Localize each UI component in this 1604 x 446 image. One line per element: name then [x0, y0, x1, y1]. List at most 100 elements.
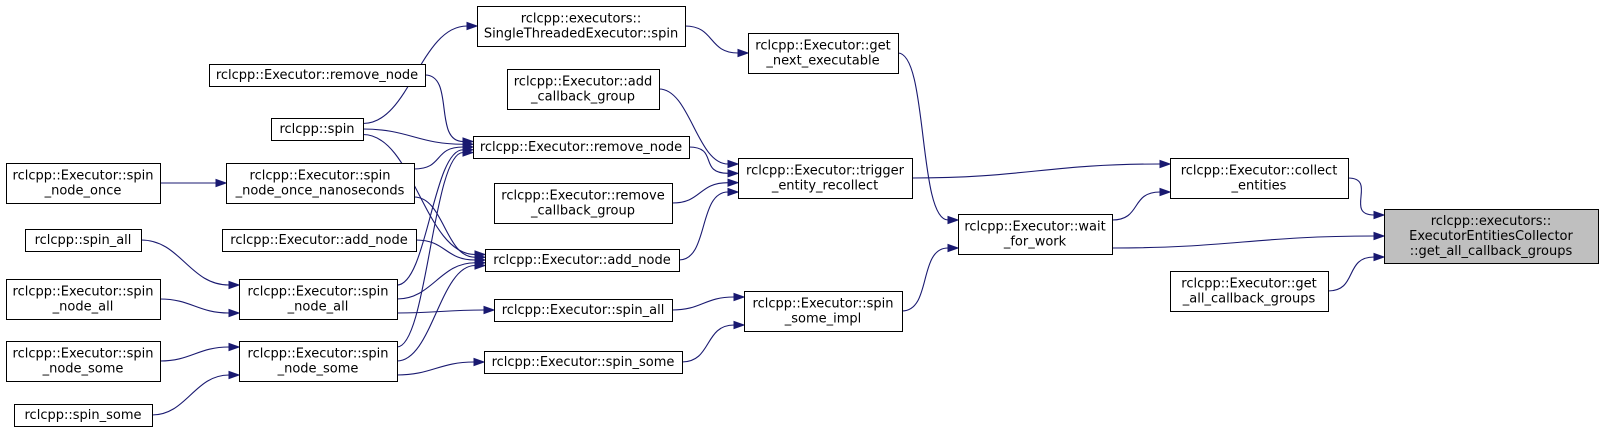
node-label-line: _all_callback_groups: [1182, 292, 1316, 307]
node-trigger[interactable]: rclcpp::Executor::trigger_entity_recolle…: [738, 158, 913, 199]
node-label-line: rclcpp::spin_all: [35, 233, 132, 248]
edge-line: [658, 88, 729, 165]
node-label-line: _some_impl: [784, 312, 862, 327]
node-box[interactable]: [494, 183, 673, 224]
edge-line: [413, 146, 464, 170]
node-box[interactable]: [738, 158, 913, 199]
node-box[interactable]: [1170, 271, 1329, 312]
edge-collect-to-root: [1347, 177, 1386, 220]
edge-trigger-to-collect: [911, 159, 1172, 179]
edge-get-all-cb-to-root: [1327, 252, 1386, 292]
edge-line: [911, 163, 1161, 179]
node-add-node[interactable]: rclcpp::Executor::add_node: [485, 249, 680, 272]
node-box[interactable]: [748, 33, 899, 74]
node-box[interactable]: [958, 214, 1113, 255]
edge-line: [362, 128, 464, 145]
node-label-line: _node_some: [277, 362, 359, 377]
node-box[interactable]: [14, 404, 153, 427]
edge-spin-node-once-l-to-spin-once-ns: [160, 178, 228, 188]
node-label-line: _node_all: [52, 300, 114, 315]
node-box[interactable]: [485, 249, 680, 272]
node-get-next[interactable]: rclcpp::Executor::get_next_executable: [748, 33, 899, 74]
node-label-line: rclcpp::Executor::spin_some: [492, 355, 675, 370]
node-box[interactable]: [25, 229, 142, 252]
node-box[interactable]: [209, 64, 426, 87]
node-box[interactable]: [484, 351, 683, 374]
node-spin-some-impl[interactable]: rclcpp::Executor::spin_some_impl: [744, 291, 903, 332]
edge-remove-node-to-trigger: [688, 146, 740, 178]
node-label-line: rclcpp::Executor::get: [1181, 277, 1316, 292]
node-box[interactable]: [1384, 209, 1599, 264]
node-label-line: rclcpp::Executor::wait: [964, 220, 1105, 235]
arrowhead-icon: [733, 320, 746, 330]
node-remove-node[interactable]: rclcpp::Executor::remove_node: [473, 136, 690, 159]
node-box[interactable]: [6, 341, 161, 382]
arrowhead-icon: [733, 292, 746, 302]
node-box[interactable]: [222, 229, 417, 252]
edge-spin-node-some-to-remove-node: [396, 148, 475, 348]
arrowhead-icon: [1159, 159, 1172, 169]
node-spin-all[interactable]: rclcpp::Executor::spin_all: [494, 299, 673, 322]
node-spin-some[interactable]: rclcpp::Executor::spin_some: [484, 351, 683, 374]
node-box[interactable]: [494, 299, 673, 322]
node-get-all-cb[interactable]: rclcpp::Executor::get_all_callback_group…: [1170, 271, 1329, 312]
node-spin-node-some[interactable]: rclcpp::Executor::spin_node_some: [239, 341, 398, 382]
node-box[interactable]: [239, 279, 398, 320]
node-spin-node-once-l[interactable]: rclcpp::Executor::spin_node_once: [6, 163, 161, 204]
node-wait[interactable]: rclcpp::Executor::wait_for_work: [958, 214, 1113, 255]
edge-line: [159, 298, 230, 314]
node-root[interactable]: rclcpp::executors::ExecutorEntitiesColle…: [1384, 209, 1599, 264]
node-remove-cb[interactable]: rclcpp::Executor::remove_callback_group: [494, 183, 673, 224]
node-label-line: _node_once: [44, 184, 122, 199]
node-add-cb[interactable]: rclcpp::Executor::add_callback_group: [507, 69, 660, 110]
node-label-line: rclcpp::Executor::add_node: [230, 233, 407, 248]
node-label-line: rclcpp::Executor::spin: [248, 285, 389, 300]
edge-line: [901, 247, 949, 312]
node-box[interactable]: [239, 341, 398, 382]
node-box[interactable]: [507, 69, 660, 110]
node-label-line: ExecutorEntitiesCollector: [1409, 229, 1573, 244]
node-collect[interactable]: rclcpp::Executor::collect_entities: [1170, 158, 1349, 199]
edge-spin-node-some-l-to-spin-node-some: [159, 342, 241, 362]
node-label-line: rclcpp::Executor::trigger: [746, 164, 905, 179]
node-label-line: rclcpp::Executor::spin: [13, 285, 154, 300]
node-box[interactable]: [6, 163, 161, 204]
edge-line: [678, 191, 729, 261]
edge-line: [671, 296, 735, 311]
node-label-line: rclcpp::spin: [279, 122, 354, 137]
edge-wait-to-collect: [1111, 187, 1172, 221]
arrowhead-icon: [462, 148, 475, 157]
node-single-spin[interactable]: rclcpp::executors::SingleThreadedExecuto…: [477, 6, 686, 47]
node-spin-node-some-l[interactable]: rclcpp::Executor::spin_node_some: [6, 341, 161, 382]
edge-line: [1111, 235, 1375, 249]
node-spin-all-fn[interactable]: rclcpp::spin_all: [25, 229, 142, 252]
node-spin-node-all-l[interactable]: rclcpp::Executor::spin_node_all: [6, 279, 161, 320]
node-box[interactable]: [271, 118, 364, 141]
node-label-line: _entity_recollect: [771, 179, 878, 194]
arrowhead-icon: [947, 243, 960, 253]
node-label-line: rclcpp::Executor::spin: [250, 169, 391, 184]
node-box[interactable]: [744, 291, 903, 332]
edge-spin-node-all-to-add-node: [396, 258, 487, 300]
node-spin-node-all[interactable]: rclcpp::Executor::spin_node_all: [239, 279, 398, 320]
node-box[interactable]: [6, 279, 161, 320]
node-box[interactable]: [477, 6, 686, 47]
node-remove-node-l[interactable]: rclcpp::Executor::remove_node: [209, 64, 426, 87]
edge-line: [396, 151, 464, 348]
edge-spin-node-all-to-spin-all: [396, 305, 496, 315]
node-spin-once-ns[interactable]: rclcpp::Executor::spin_node_once_nanosec…: [226, 163, 415, 204]
node-spin[interactable]: rclcpp::spin: [271, 118, 364, 141]
edge-line: [424, 74, 464, 143]
node-box[interactable]: [473, 136, 690, 159]
node-add-node-l[interactable]: rclcpp::Executor::add_node: [222, 229, 417, 252]
node-box[interactable]: [1170, 158, 1349, 199]
node-label-line: rclcpp::Executor::remove_node: [216, 68, 418, 83]
node-box[interactable]: [226, 163, 415, 204]
arrowhead-icon: [1159, 187, 1172, 197]
node-spin-some-fn[interactable]: rclcpp::spin_some: [14, 404, 153, 427]
arrowhead-icon: [228, 308, 241, 318]
edge-line: [1111, 191, 1161, 221]
arrowhead-icon: [228, 370, 241, 380]
edge-spin-some-impl-to-wait: [901, 243, 960, 312]
arrowhead-icon: [228, 280, 241, 290]
